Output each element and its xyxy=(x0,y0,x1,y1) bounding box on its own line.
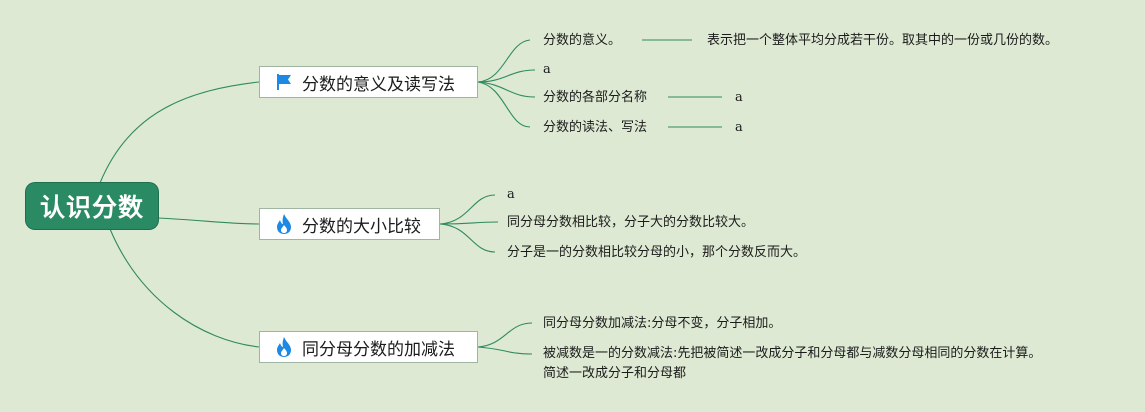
connector-t3-l2 xyxy=(477,346,533,355)
root-topic[interactable]: 认识分数 xyxy=(26,183,158,229)
leaf-placeholder[interactable]: a xyxy=(543,62,551,77)
topic-label: 分数的意义及读写法 xyxy=(302,74,455,95)
connector-t2-l2 xyxy=(439,221,499,225)
leaf-subtract-rule[interactable]: 被减数是一的分数减法:先把被简述一改成分子和分母都与减数分母相同的分数在计算。简… xyxy=(543,346,1042,381)
leaf-part-names-detail[interactable]: a xyxy=(735,90,743,105)
connector-t1-l1 xyxy=(477,39,531,83)
connector-t1-l3 xyxy=(477,81,536,98)
topic-reading-writing[interactable]: 分数的意义及读写法 xyxy=(259,66,478,98)
leaf-unit-fraction[interactable]: 分子是一的分数相比较分母的小，那个分数反而大。 xyxy=(507,245,807,260)
root-label: 认识分数 xyxy=(39,193,144,222)
topic-label: 同分母分数的加减法 xyxy=(302,339,455,360)
connector-root-t3 xyxy=(109,228,260,348)
leaf-meaning-detail[interactable]: 表示把一个整体平均分成若干份。取其中的一份或几份的数。 xyxy=(707,33,1059,48)
connector-t2-l1 xyxy=(439,194,496,225)
leaf-placeholder[interactable]: a xyxy=(507,187,515,202)
topic-label: 分数的大小比较 xyxy=(302,216,421,237)
leaf-meaning[interactable]: 分数的意义。 xyxy=(543,33,622,48)
connector-t1-l2 xyxy=(477,69,536,83)
connector-t2-l3 xyxy=(439,223,496,253)
leaf-part-names[interactable]: 分数的各部分名称 xyxy=(543,90,648,105)
flame-icon xyxy=(274,213,294,235)
topic-add-subtract[interactable]: 同分母分数的加减法 xyxy=(259,331,478,363)
topic-size-compare[interactable]: 分数的大小比较 xyxy=(259,208,440,240)
flag-icon xyxy=(274,71,294,93)
connector-t1-l4 xyxy=(477,81,531,128)
leaf-read-write-detail[interactable]: a xyxy=(735,120,743,135)
leaf-add-rule[interactable]: 同分母分数加减法:分母不变，分子相加。 xyxy=(543,316,782,331)
connector-root-t2 xyxy=(157,217,260,225)
leaf-read-write[interactable]: 分数的读法、写法 xyxy=(543,120,648,135)
flame-icon xyxy=(274,336,294,358)
connector-t3-l1 xyxy=(477,322,533,348)
connector-root-t1 xyxy=(99,81,260,184)
leaf-same-denominator[interactable]: 同分母分数相比较，分子大的分数比较大。 xyxy=(507,215,755,230)
